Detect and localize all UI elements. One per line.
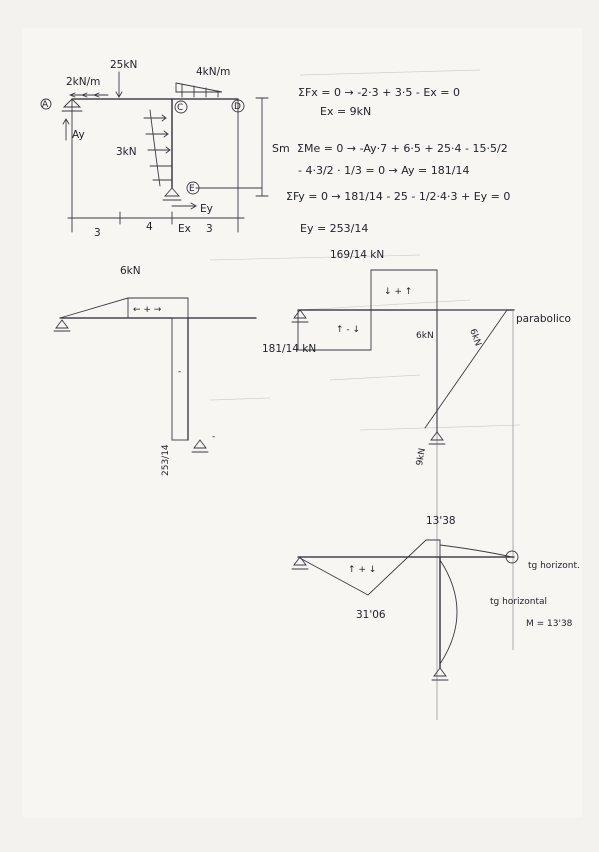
shear-sign-left: ↑ - ↓	[336, 325, 360, 335]
shear-left-value: 181/14 kN	[262, 343, 316, 355]
moment-note-1: tg horizont.	[528, 561, 580, 571]
moment-top-value: 13'38	[426, 515, 456, 527]
axial-force-diagram: 6kN ← + → - - 253/14	[53, 265, 257, 476]
reaction-ay: Ay	[72, 129, 85, 141]
bleed-through	[209, 69, 521, 431]
shear-bottom-value: 9kN	[415, 447, 428, 466]
axial-sign-right: -	[212, 432, 215, 442]
moment-bottom-value: 31'06	[356, 609, 386, 621]
axial-sign-beam: ← + →	[133, 305, 162, 315]
moment-sign-left: ↑ + ↓	[348, 565, 376, 575]
structure-diagram: 2kN/m 25kN 4kN/m 3kN A C D E Ay Ex Ey 3 …	[40, 59, 269, 239]
paper	[22, 28, 582, 818]
equation-line-5: ΣFy = 0 → 181/14 - 25 - 1/2·4·3 + Ey = 0	[286, 190, 510, 203]
load-25kn: 25kN	[110, 59, 137, 71]
equation-prefix: Sm	[272, 142, 290, 155]
equation-line-6: Ey = 253/14	[300, 222, 368, 235]
node-a-label: A	[42, 100, 49, 110]
reaction-ey: Ey	[200, 203, 213, 215]
span-1: 3	[94, 227, 101, 239]
bending-moment-diagram: 13'38 31'06 tg horizont. tg horizontal M…	[291, 515, 580, 681]
shear-sign-top: ↓ + ↑	[384, 287, 412, 297]
moment-note-2: tg horizontal	[490, 597, 547, 607]
shear-col-left: 6kN	[416, 331, 434, 341]
equation-line-4: - 4·3/2 · 1/3 = 0 → Ay = 181/14	[298, 164, 469, 177]
equation-line-1: ΣFx = 0 → -2·3 + 3·5 - Ex = 0	[298, 86, 460, 99]
node-d-label: D	[234, 102, 241, 112]
load-4kn: 4kN/m	[196, 66, 230, 78]
shear-top-value: 169/14 kN	[330, 249, 384, 261]
load-2kn: 2kN/m	[66, 76, 100, 88]
shear-note-parabolico: parabolico	[516, 313, 571, 325]
load-3kn: 3kN	[116, 146, 137, 158]
shear-force-diagram: 169/14 kN 181/14 kN 9kN 6kN 6kN paraboli…	[262, 249, 571, 720]
node-e-label: E	[189, 184, 195, 194]
axial-sign-column: -	[178, 367, 181, 377]
span-3: 3	[206, 223, 213, 235]
equation-line-3: ΣMe = 0 → -Ay·7 + 6·5 + 25·4 - 15·5/2	[297, 142, 508, 155]
axial-bottom-value: 253/14	[161, 444, 171, 476]
node-c-label: C	[177, 103, 183, 113]
equilibrium-equations: ΣFx = 0 → -2·3 + 3·5 - Ex = 0 Ex = 9kN S…	[272, 86, 510, 235]
equation-line-2: Ex = 9kN	[320, 105, 371, 118]
span-2: 4	[146, 221, 153, 233]
reaction-ex: Ex	[178, 223, 191, 235]
axial-6kn: 6kN	[120, 265, 141, 277]
moment-note-3: M = 13'38	[526, 619, 573, 629]
